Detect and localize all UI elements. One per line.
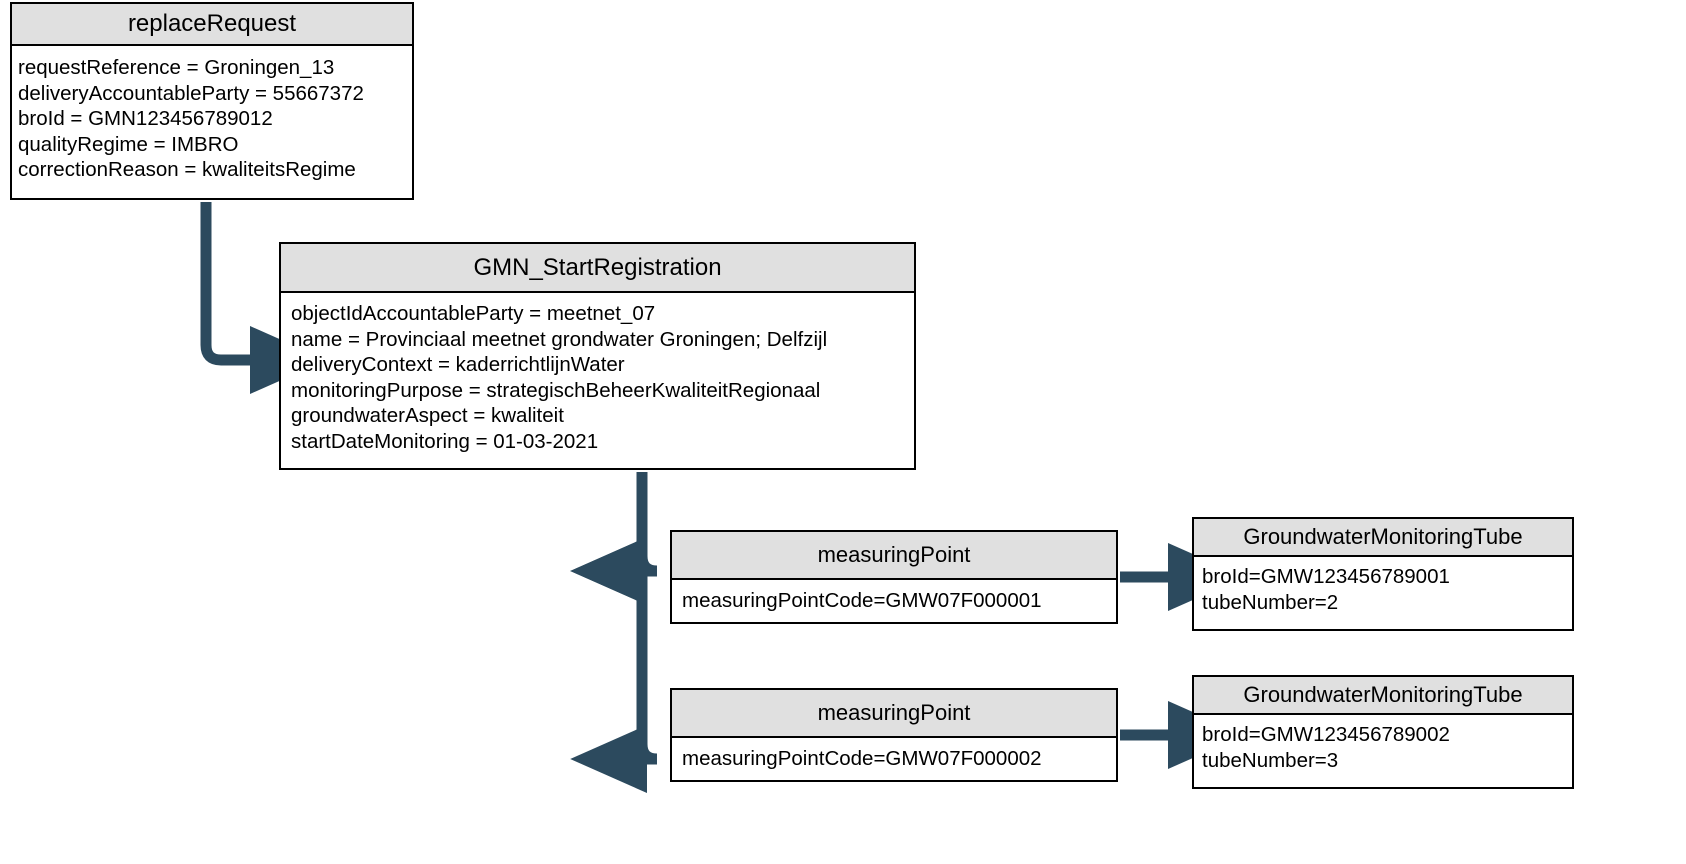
box-title-groundwater-monitoring-tube-1: GroundwaterMonitoringTube	[1194, 519, 1572, 557]
attribute-line: deliveryContext = kaderrichtlijnWater	[291, 353, 625, 376]
connector-replace-request-to-gmn-start	[200, 202, 327, 395]
box-title-replace-request: replaceRequest	[12, 4, 412, 46]
attribute-line: broId=GMW123456789002	[1202, 723, 1450, 746]
attribute-line: objectIdAccountableParty = meetnet_07	[291, 302, 656, 325]
uml-box-measuring-point-1[interactable]: measuringPoint measuringPointCode=GMW07F…	[670, 530, 1118, 624]
uml-box-groundwater-monitoring-tube-1[interactable]: GroundwaterMonitoringTube broId=GMW12345…	[1192, 517, 1574, 631]
box-body-replace-request: requestReference = Groningen_13 delivery…	[12, 46, 412, 189]
box-body-gmn-start-registration: objectIdAccountableParty = meetnet_07 na…	[281, 293, 914, 460]
attribute-line: deliveryAccountableParty = 55667372	[18, 81, 364, 105]
box-body-measuring-point-2: measuringPointCode=GMW07F000002	[672, 738, 1116, 778]
connector-gmn-start-to-measuring-point-2	[570, 724, 658, 794]
attribute-line: tubeNumber=3	[1202, 749, 1339, 772]
box-title-measuring-point-1: measuringPoint	[672, 532, 1116, 580]
box-title-measuring-point-2: measuringPoint	[672, 690, 1116, 738]
box-body-measuring-point-1: measuringPointCode=GMW07F000001	[672, 580, 1116, 620]
uml-box-measuring-point-2[interactable]: measuringPoint measuringPointCode=GMW07F…	[670, 688, 1118, 782]
attribute-line: broId = GMN123456789012	[18, 107, 273, 130]
box-title-groundwater-monitoring-tube-2: GroundwaterMonitoringTube	[1194, 677, 1572, 715]
uml-box-groundwater-monitoring-tube-2[interactable]: GroundwaterMonitoringTube broId=GMW12345…	[1192, 675, 1574, 789]
attribute-line: startDateMonitoring = 01-03-2021	[291, 429, 599, 453]
attribute-line: measuringPointCode=GMW07F000001	[682, 589, 1042, 612]
attribute-line: measuringPointCode=GMW07F000002	[682, 747, 1042, 770]
attribute-line: monitoringPurpose = strategischBeheerKwa…	[291, 378, 821, 402]
attribute-line: broId=GMW123456789001	[1202, 565, 1450, 588]
uml-box-gmn-start-registration[interactable]: GMN_StartRegistration objectIdAccountabl…	[279, 242, 916, 470]
attribute-line: correctionReason = kwaliteitsRegime	[18, 158, 356, 181]
attribute-line: qualityRegime = IMBRO	[18, 132, 239, 156]
box-body-groundwater-monitoring-tube-1: broId=GMW123456789001 tubeNumber=2	[1194, 557, 1572, 622]
attribute-line: name = Provinciaal meetnet grondwater Gr…	[291, 327, 828, 351]
attribute-line: groundwaterAspect = kwaliteit	[291, 404, 564, 427]
box-body-groundwater-monitoring-tube-2: broId=GMW123456789002 tubeNumber=3	[1194, 715, 1572, 780]
uml-box-replace-request[interactable]: replaceRequest requestReference = Gronin…	[10, 2, 414, 200]
attribute-line: requestReference = Groningen_13	[18, 56, 335, 79]
attribute-line: tubeNumber=2	[1202, 591, 1339, 614]
box-title-gmn-start-registration: GMN_StartRegistration	[281, 244, 914, 293]
connector-gmn-start-to-measuring-point-1	[570, 536, 658, 606]
